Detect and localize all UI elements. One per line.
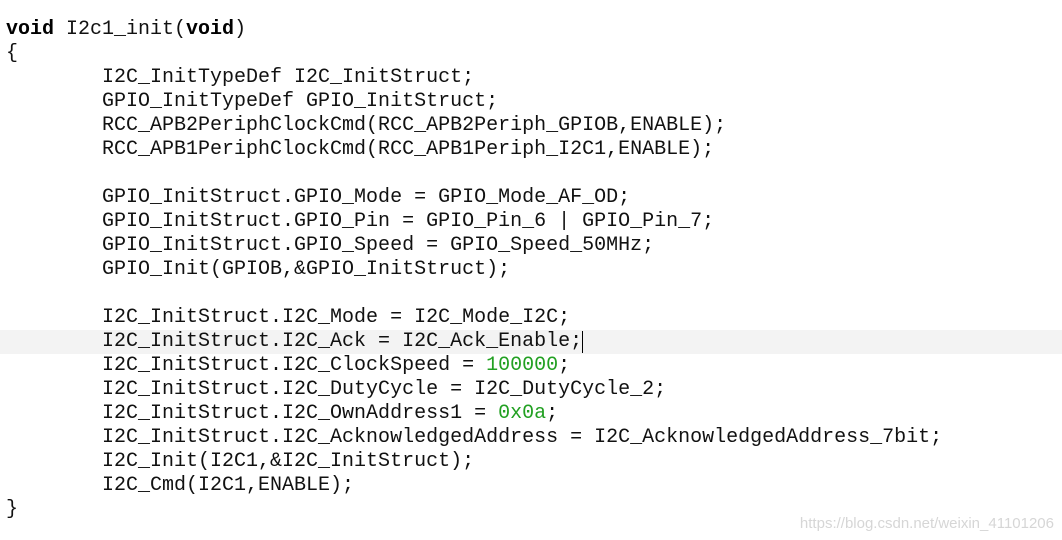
watermark: https://blog.csdn.net/weixin_41101206 bbox=[799, 515, 1054, 532]
code-token: GPIO_InitStruct.GPIO_Speed = GPIO_Speed_… bbox=[6, 234, 655, 257]
code-token: I2C_InitStruct.I2C_Mode = I2C_Mode_I2C; bbox=[6, 306, 571, 329]
code-token: I2C_InitStruct.I2C_Ack = I2C_Ack_Enable; bbox=[6, 330, 583, 353]
code-token: RCC_APB1PeriphClockCmd(RCC_APB1Periph_I2… bbox=[6, 138, 715, 161]
code-token: I2C_Init(I2C1,&I2C_InitStruct); bbox=[6, 450, 475, 473]
code-line[interactable]: void I2c1_init(void) bbox=[6, 18, 1062, 42]
text-cursor bbox=[582, 331, 584, 353]
code-line[interactable]: I2C_InitStruct.I2C_ClockSpeed = 100000; bbox=[6, 354, 1062, 378]
code-token: I2c1_init( bbox=[54, 18, 187, 41]
number-literal: 100000 bbox=[486, 354, 559, 377]
code-token: } bbox=[6, 498, 19, 521]
code-token: ; bbox=[546, 402, 559, 425]
keyword-token: void bbox=[186, 18, 235, 41]
code-line[interactable]: I2C_Cmd(I2C1,ENABLE); bbox=[6, 474, 1062, 498]
code-token: GPIO_InitTypeDef GPIO_InitStruct; bbox=[6, 90, 499, 113]
code-token: I2C_InitStruct.I2C_OwnAddress1 = bbox=[6, 402, 499, 425]
code-token: ) bbox=[234, 18, 247, 41]
code-line[interactable]: GPIO_InitTypeDef GPIO_InitStruct; bbox=[6, 90, 1062, 114]
code-token: GPIO_InitStruct.GPIO_Pin = GPIO_Pin_6 | … bbox=[6, 210, 715, 233]
code-token: RCC_APB2PeriphClockCmd(RCC_APB2Periph_GP… bbox=[6, 114, 727, 137]
code-line[interactable]: I2C_Init(I2C1,&I2C_InitStruct); bbox=[6, 450, 1062, 474]
code-line[interactable]: I2C_InitStruct.I2C_Ack = I2C_Ack_Enable; bbox=[0, 330, 1062, 354]
code-line[interactable]: I2C_InitStruct.I2C_OwnAddress1 = 0x0a; bbox=[6, 402, 1062, 426]
code-line[interactable]: I2C_InitStruct.I2C_Mode = I2C_Mode_I2C; bbox=[6, 306, 1062, 330]
code-line[interactable]: I2C_InitTypeDef I2C_InitStruct; bbox=[6, 66, 1062, 90]
code-token: I2C_InitStruct.I2C_ClockSpeed = bbox=[6, 354, 487, 377]
code-line[interactable]: GPIO_InitStruct.GPIO_Mode = GPIO_Mode_AF… bbox=[6, 186, 1062, 210]
code-token: GPIO_InitStruct.GPIO_Mode = GPIO_Mode_AF… bbox=[6, 186, 631, 209]
code-token: I2C_InitTypeDef I2C_InitStruct; bbox=[6, 66, 475, 89]
code-token: { bbox=[6, 42, 19, 65]
code-token: ; bbox=[558, 354, 571, 377]
code-line[interactable]: I2C_InitStruct.I2C_DutyCycle = I2C_DutyC… bbox=[6, 378, 1062, 402]
code-token: I2C_Cmd(I2C1,ENABLE); bbox=[6, 474, 355, 497]
code-line[interactable]: RCC_APB1PeriphClockCmd(RCC_APB1Periph_I2… bbox=[6, 138, 1062, 162]
code-line[interactable] bbox=[6, 162, 1062, 186]
code-line[interactable]: } bbox=[6, 498, 1062, 522]
keyword-token: void bbox=[6, 18, 55, 41]
code-token: I2C_InitStruct.I2C_AcknowledgedAddress =… bbox=[6, 426, 943, 449]
code-token: GPIO_Init(GPIOB,&GPIO_InitStruct); bbox=[6, 258, 511, 281]
code-token: I2C_InitStruct.I2C_DutyCycle = I2C_DutyC… bbox=[6, 378, 667, 401]
code-line[interactable] bbox=[6, 282, 1062, 306]
code-line[interactable]: GPIO_InitStruct.GPIO_Speed = GPIO_Speed_… bbox=[6, 234, 1062, 258]
code-line[interactable]: I2C_InitStruct.I2C_AcknowledgedAddress =… bbox=[6, 426, 1062, 450]
code-line[interactable]: GPIO_InitStruct.GPIO_Pin = GPIO_Pin_6 | … bbox=[6, 210, 1062, 234]
code-line[interactable]: { bbox=[6, 42, 1062, 66]
code-area[interactable]: void I2c1_init(void){ I2C_InitTypeDef I2… bbox=[0, 18, 1062, 522]
number-literal: 0x0a bbox=[498, 402, 547, 425]
code-line[interactable]: GPIO_Init(GPIOB,&GPIO_InitStruct); bbox=[6, 258, 1062, 282]
code-line[interactable]: RCC_APB2PeriphClockCmd(RCC_APB2Periph_GP… bbox=[6, 114, 1062, 138]
